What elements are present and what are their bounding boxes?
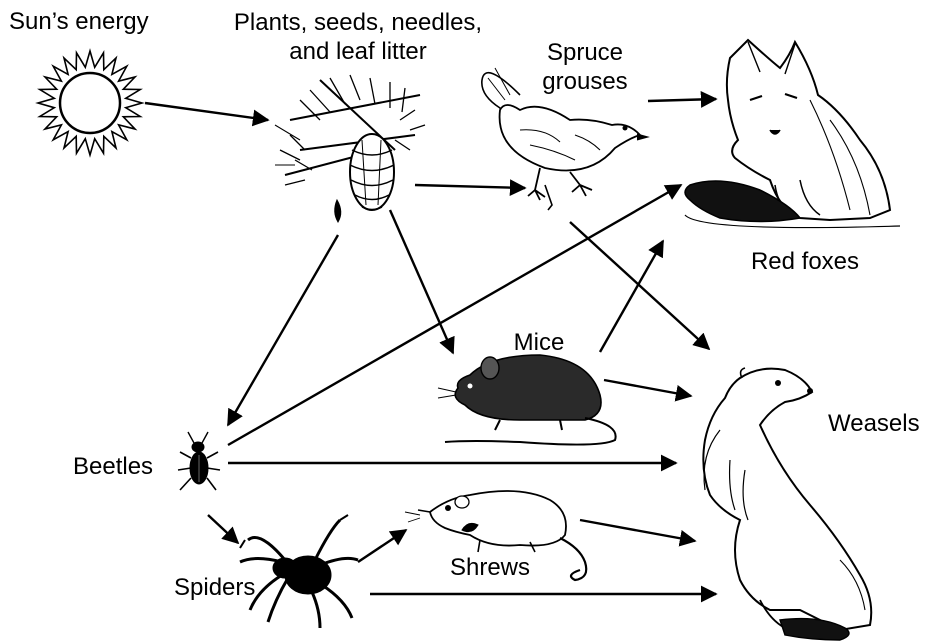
label-shrews: Shrews [450, 554, 530, 581]
arrow-beetles-to-foxes [228, 185, 681, 445]
arrow-plants-to-grouse [415, 185, 525, 188]
arrow-beetles-to-spiders [208, 515, 238, 543]
arrow-plants-to-beetles [228, 235, 338, 425]
label-spruce-grouses-line2: grouses [542, 68, 627, 95]
label-spruce-grouses-line1: Spruce [547, 39, 623, 66]
arrow-mice-to-weasels [604, 380, 691, 396]
arrow-shrews-to-weasels [580, 520, 695, 541]
weasel-icon [703, 368, 871, 640]
arrow-grouse-to-weasels [570, 222, 709, 349]
arrow-grouse-to-foxes [648, 99, 716, 101]
label-spiders: Spiders [174, 574, 255, 601]
pine-cone-branch-icon [275, 75, 425, 222]
label-beetles: Beetles [73, 453, 153, 480]
label-mice: Mice [514, 329, 565, 356]
sun-icon [38, 51, 142, 155]
food-web-arrows [145, 99, 716, 594]
spider-icon [240, 515, 358, 628]
mouse-icon [438, 355, 616, 445]
red-fox-icon [685, 40, 900, 228]
arrow-plants-to-mice [390, 210, 453, 353]
label-plants-line2: and leaf litter [289, 38, 426, 65]
label-plants-line1: Plants, seeds, needles, [234, 9, 482, 36]
arrow-spiders-to-shrews [358, 530, 406, 562]
label-sun-energy: Sun’s energy [9, 8, 149, 35]
beetle-icon [178, 432, 220, 490]
label-red-foxes: Red foxes [751, 248, 859, 275]
label-weasels: Weasels [828, 410, 920, 437]
arrow-sun-to-plants [145, 103, 268, 120]
